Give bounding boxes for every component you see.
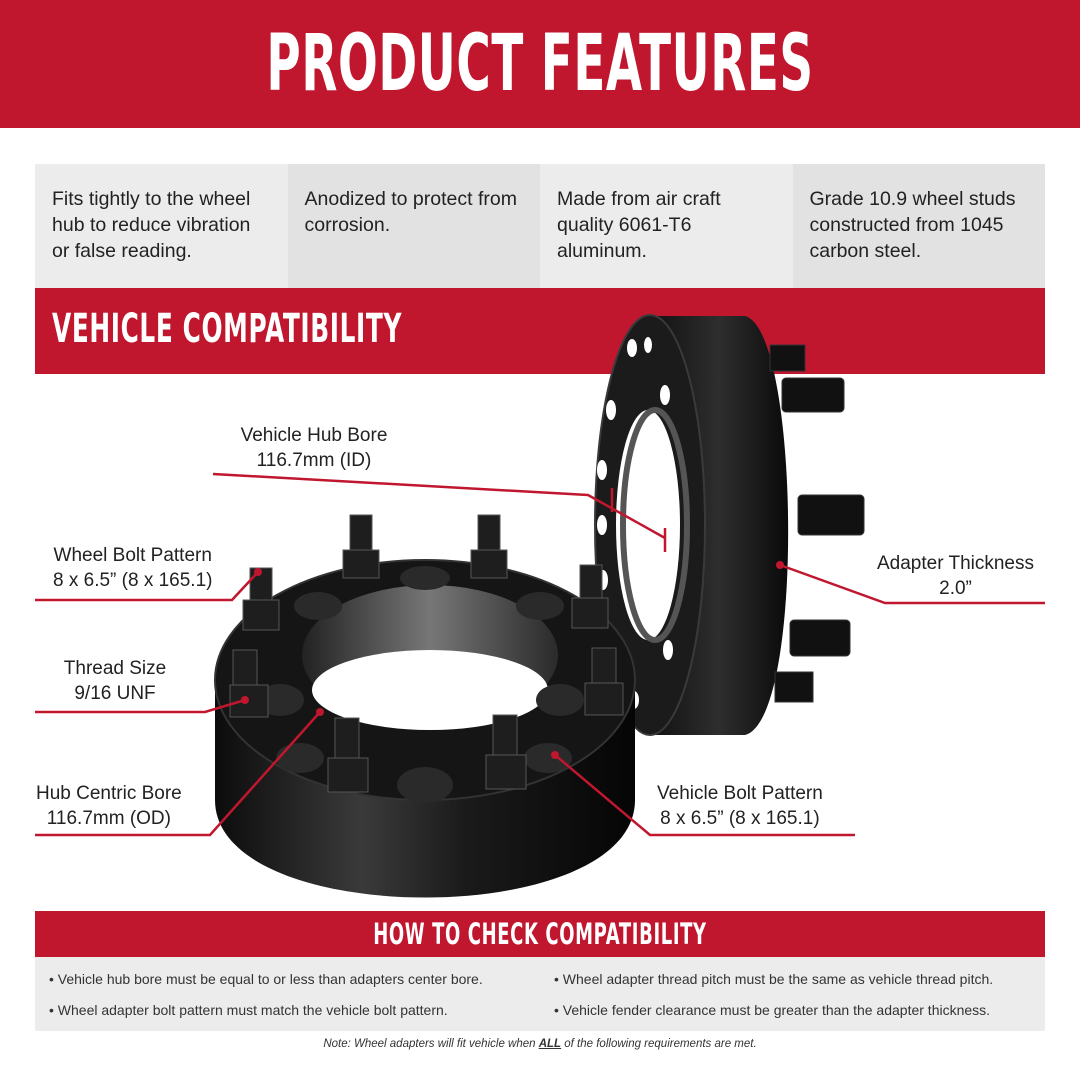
label-adapter-thickness: Adapter Thickness 2.0” [868,551,1043,601]
note-text: of the following requirements are met. [561,1038,757,1050]
label-name: Thread Size [63,658,167,679]
label-vehicle-hub-bore: Vehicle Hub Bore 116.7mm (ID) [234,423,394,473]
label-name: Wheel Bolt Pattern [53,545,212,566]
label-value: 9/16 UNF [74,683,156,704]
adapter-side-view [594,314,865,736]
compatibility-banner: VEHICLE COMPATIBILITY [35,288,1045,374]
header-banner: PRODUCT FEATURES [0,0,1080,128]
requirement-item: • Vehicle hub bore must be equal to or l… [49,971,483,987]
check-title: HOW TO CHECK COMPATIBILITY [373,917,707,951]
feature-item: Anodized to protect from corrosion. [287,164,540,288]
requirement-item: • Vehicle fender clearance must be great… [554,1002,991,1018]
check-banner: HOW TO CHECK COMPATIBILITY [35,911,1045,957]
adapter-front-view [214,514,636,898]
feature-item: Fits tightly to the wheel hub to reduce … [35,164,288,288]
label-value: 116.7mm (OD) [46,808,171,829]
footnote: Note: Wheel adapters will fit vehicle wh… [0,1038,1080,1050]
page-title: PRODUCT FEATURES [266,19,814,109]
callout-lines [35,472,1045,837]
label-name: Adapter Thickness [876,553,1034,574]
label-name: Vehicle Bolt Pattern [657,783,823,804]
features-row: Fits tightly to the wheel hub to reduce … [35,164,1045,288]
feature-item: Made from air craft quality 6061-T6 alum… [540,164,793,288]
note-text: Note: Wheel adapters will fit vehicle wh… [323,1038,539,1050]
label-value: 2.0” [939,578,972,599]
note-emphasis: ALL [538,1038,562,1050]
compatibility-title: VEHICLE COMPATIBILITY [52,306,403,352]
label-hub-centric-bore: Hub Centric Bore 116.7mm (OD) [36,781,182,831]
requirement-item: • Wheel adapter thread pitch must be the… [554,971,994,987]
requirement-item: • Wheel adapter bolt pattern must match … [49,1002,448,1018]
label-name: Vehicle Hub Bore [240,425,388,446]
label-value: 116.7mm (ID) [256,450,372,471]
label-value: 8 x 6.5” (8 x 165.1) [53,570,213,591]
callout-dots [241,561,784,759]
label-name: Hub Centric Bore [36,783,182,804]
check-requirements: • Vehicle hub bore must be equal to or l… [35,957,1045,1031]
label-vehicle-bolt-pattern: Vehicle Bolt Pattern 8 x 6.5” (8 x 165.1… [657,781,823,831]
label-thread-size: Thread Size 9/16 UNF [55,656,175,706]
label-value: 8 x 6.5” (8 x 165.1) [660,808,820,829]
feature-item: Grade 10.9 wheel studs constructed from … [792,164,1045,288]
label-wheel-bolt-pattern: Wheel Bolt Pattern 8 x 6.5” (8 x 165.1) [53,543,212,593]
